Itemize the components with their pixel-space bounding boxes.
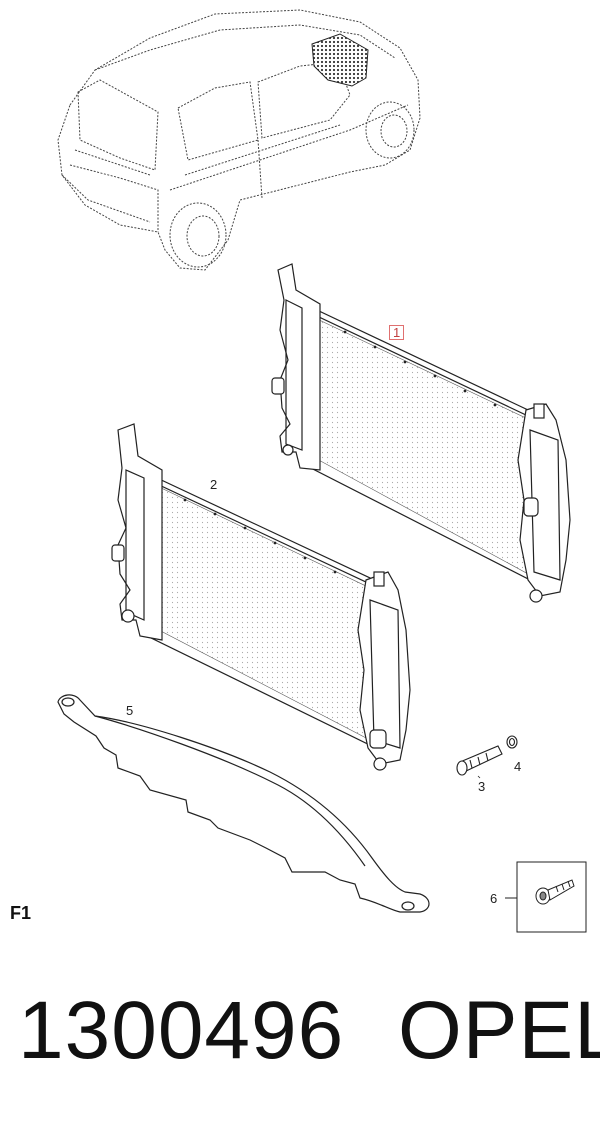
radiator-2-rivets <box>183 498 337 574</box>
section-label: F1 <box>10 903 32 923</box>
radiator-location-highlight <box>311 33 369 87</box>
callout-1[interactable]: 1 <box>389 325 405 340</box>
fastener-box <box>505 861 587 933</box>
radiator-1-rivets <box>343 330 497 407</box>
callout-3[interactable]: 3 <box>478 779 486 794</box>
o-ring <box>506 735 518 749</box>
car-illustration <box>57 9 421 271</box>
callout-4[interactable]: 4 <box>514 759 522 774</box>
radiator-1 <box>271 263 571 603</box>
part-number: 1300496 <box>18 985 345 1076</box>
callout-6[interactable]: 6 <box>490 891 498 906</box>
air-deflector <box>57 694 430 913</box>
radiator-2 <box>111 423 411 771</box>
callout-2[interactable]: 2 <box>210 477 218 492</box>
callout-5[interactable]: 5 <box>126 703 134 718</box>
brand-label: OPEL <box>398 985 600 1076</box>
drain-plug <box>456 745 503 776</box>
